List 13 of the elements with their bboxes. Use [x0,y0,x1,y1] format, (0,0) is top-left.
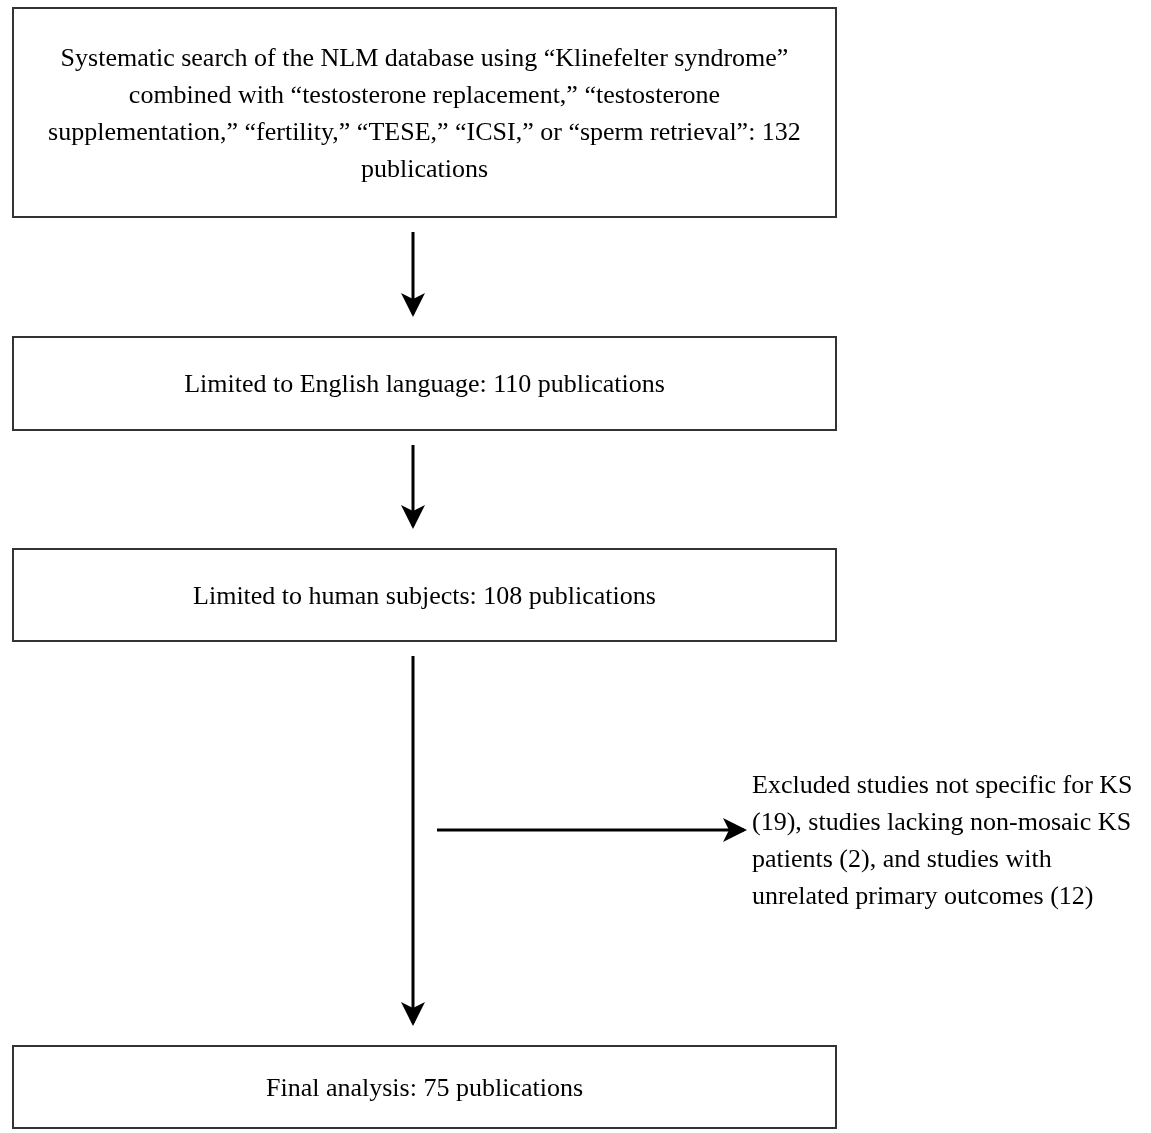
process-box [12,7,837,218]
box-text: Systematic search of the NLM database using “Klinefelter syndrome” combined with “testosterone replacement,” “testosterone supplementation,” “fertility,” “TESE,” “ICSI,” or “sperm retrieval”: 132 publications [47,41,802,185]
box-text: Limited to English language: 110 publications [184,368,665,400]
exclusion-note: Excluded studies not specific for KS (19), studies lacking non-mosaic KS patients (2), and studies with unrelated primary outcomes (12) [752,769,1134,912]
arrow [401,656,425,1026]
arrow [401,445,425,529]
arrow [437,818,747,842]
box-text: Limited to human subjects: 108 publications [193,579,656,612]
box-text: Final analysis: 75 publications [266,1071,583,1104]
process-box [12,548,837,642]
process-box [12,1045,837,1129]
arrow [401,232,425,317]
process-box [12,336,837,431]
